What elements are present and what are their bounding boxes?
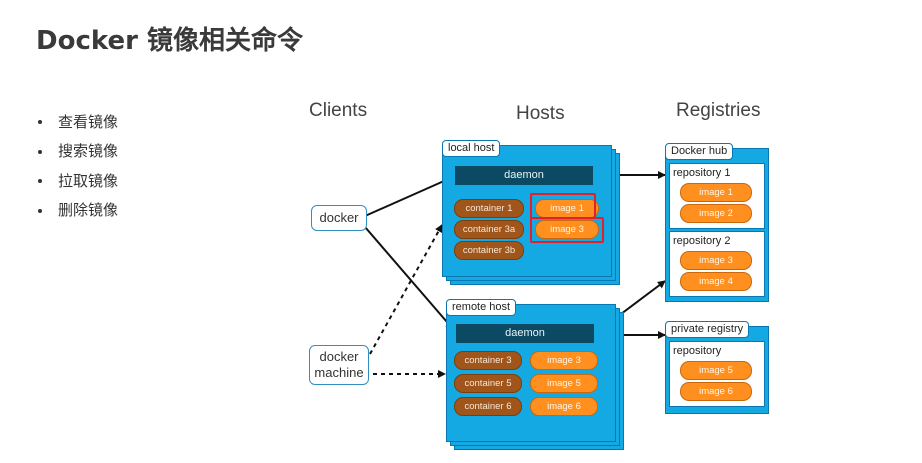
private-image-6: image 6 — [680, 382, 752, 401]
docker-machine-label-line1: docker — [319, 349, 359, 364]
docker-client-label: docker — [319, 210, 359, 225]
bullet-text: 搜索镜像 — [58, 142, 119, 161]
highlight-image-3 — [530, 217, 604, 243]
local-container-3a: container 3a — [454, 220, 524, 239]
docker-client: docker — [311, 205, 367, 231]
hub-image-2: image 2 — [680, 204, 752, 223]
hub-image-1: image 1 — [680, 183, 752, 202]
hub-image-3: image 3 — [680, 251, 752, 270]
repository-2-title: repository 2 — [673, 235, 731, 247]
remote-host-label: remote host — [446, 299, 517, 316]
private-registry-label: private registry — [665, 321, 750, 338]
bullet-text: 拉取镜像 — [58, 171, 119, 190]
highlight-image-1 — [530, 193, 596, 219]
bullet-item: 删除镜像 — [38, 196, 118, 226]
bullet-text: 删除镜像 — [58, 201, 119, 220]
private-image-5: image 5 — [680, 361, 752, 380]
local-container-1: container 1 — [454, 199, 524, 218]
local-container-3b: container 3b — [454, 241, 524, 260]
bullet-text: 查看镜像 — [58, 112, 119, 131]
remote-container-3: container 3 — [454, 351, 522, 370]
remote-daemon: daemon — [456, 324, 594, 343]
docker-hub-label: Docker hub — [665, 143, 734, 160]
local-image-3: image 3 — [535, 220, 599, 239]
clients-header: Clients — [309, 100, 368, 121]
hub-image-4: image 4 — [680, 272, 752, 291]
remote-image-5: image 5 — [530, 374, 598, 393]
bullet-item: 拉取镜像 — [38, 166, 118, 196]
registries-header: Registries — [676, 100, 761, 121]
bullet-item: 搜索镜像 — [38, 137, 118, 167]
remote-container-6: container 6 — [454, 397, 522, 416]
bullet-dot — [38, 208, 42, 213]
docker-machine-label-line2: machine — [314, 365, 364, 380]
remote-image-3: image 3 — [530, 351, 598, 370]
bullet-list: 查看镜像 搜索镜像 拉取镜像 删除镜像 — [38, 107, 118, 225]
local-daemon: daemon — [455, 166, 593, 185]
remote-image-6: image 6 — [530, 397, 598, 416]
bullet-dot — [38, 120, 42, 125]
docker-machine-client: docker machine — [309, 345, 369, 385]
private-repository-title: repository — [673, 345, 722, 357]
docker-architecture-diagram: Clients Hosts Registries docker docker m… — [295, 95, 815, 463]
repository-1-title: repository 1 — [673, 167, 731, 179]
hosts-header: Hosts — [516, 103, 565, 124]
remote-container-5: container 5 — [454, 374, 522, 393]
bullet-dot — [38, 149, 42, 154]
bullet-item: 查看镜像 — [38, 107, 118, 137]
page-title: Docker 镜像相关命令 — [36, 26, 303, 56]
local-host-label: local host — [442, 140, 501, 157]
bullet-dot — [38, 179, 42, 184]
